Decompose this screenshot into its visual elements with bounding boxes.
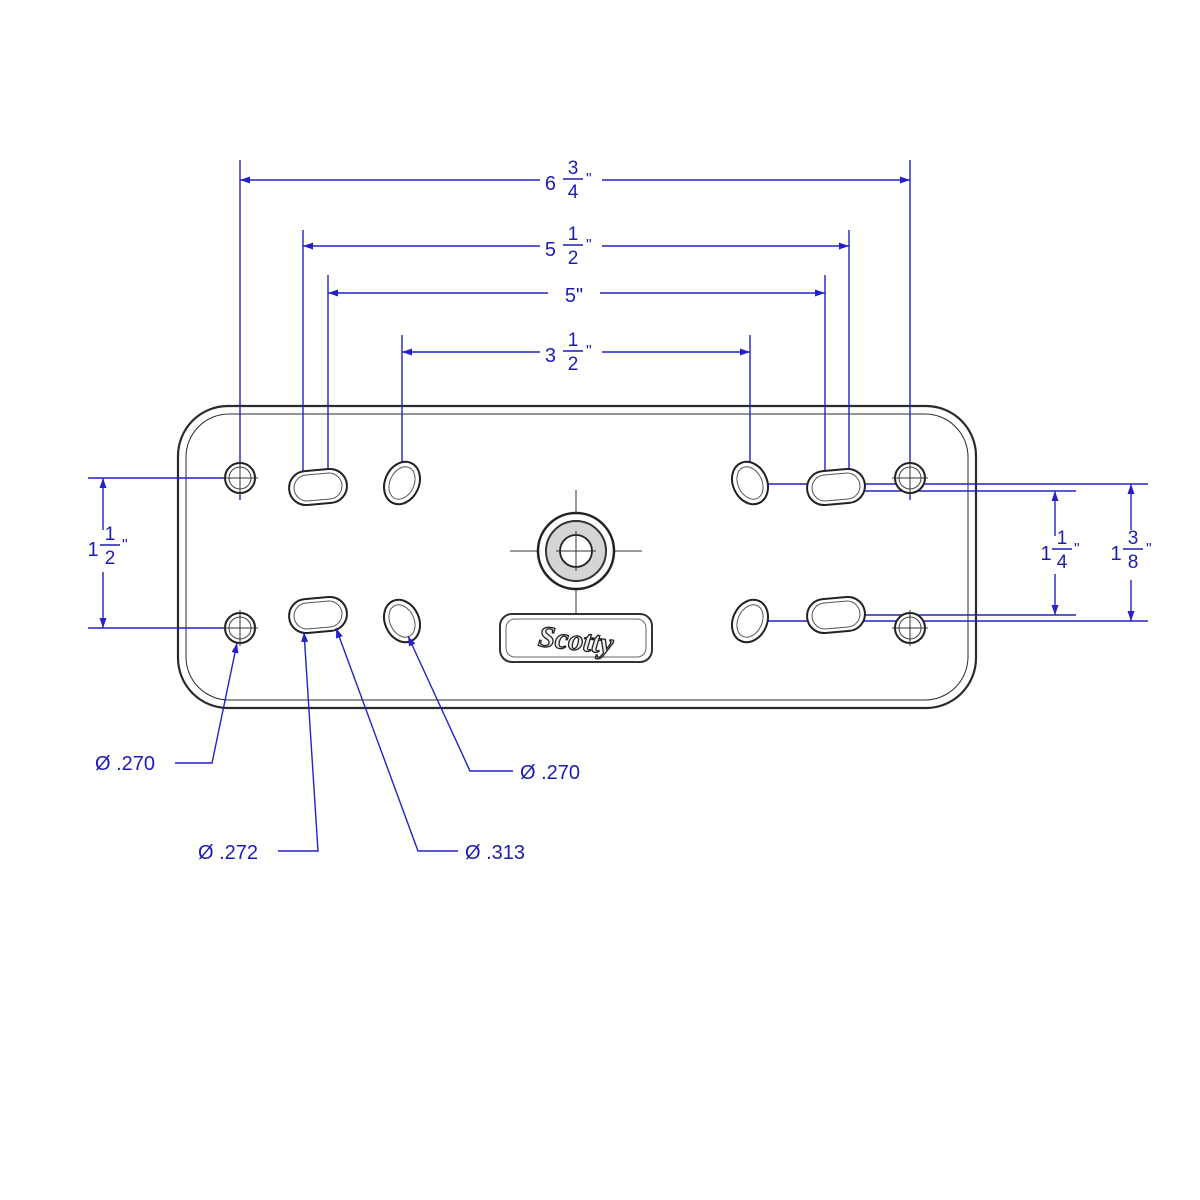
callout-dia-313: Ø .313 [335,627,525,864]
dim-1-1-4-num: 1 [1057,528,1068,549]
callout-text-270-left: Ø .270 [95,753,155,775]
round-hole-top-right [892,460,928,496]
logo-text: Scotty [537,620,616,661]
dim-3-1-2-unit: " [586,343,592,360]
dim-1-3-8-den: 8 [1128,552,1139,573]
dim-1-1-4-whole: 1 [1040,543,1051,565]
oval-hole-top-right [731,460,769,506]
round-hole-top-left [222,460,258,496]
round-hole-bottom-right [892,610,928,646]
dim-1-1-2-unit: " [122,537,128,554]
dim-5-1-2-den: 2 [568,248,579,269]
dim-5-1-2-unit: " [586,237,592,254]
extension-lines-vertical [239,160,911,500]
oval-hole-top-left [383,460,421,506]
dimension-5: 5" [328,285,825,307]
dim-1-1-2-whole: 1 [87,539,98,561]
dim-6-3-4-unit: " [586,171,592,188]
callout-dia-270-left: Ø .270 [95,642,239,775]
dimension-5-1-2: 5 1 2 " [303,224,849,269]
dim-1-3-8-unit: " [1146,541,1152,558]
right-extension-lines [752,483,1148,622]
dim-1-3-8-whole: 1 [1110,543,1121,565]
dimension-1-1-2: 1 1 2 " [87,477,236,629]
dimension-1-3-8: 1 3 8 " [1110,484,1152,621]
dim-1-1-4-den: 4 [1057,552,1068,573]
callout-text-272: Ø .272 [198,842,258,864]
slot-bottom-left [288,595,348,635]
dim-6-3-4-num: 3 [568,158,579,179]
holes [222,460,928,646]
dimension-3-1-2: 3 1 2 " [402,330,750,375]
callout-text-313: Ø .313 [465,842,525,864]
dimension-1-1-4: 1 1 4 " [1040,491,1080,615]
dim-3-1-2-whole: 3 [545,345,556,367]
round-hole-bottom-left [222,610,258,646]
scotty-logo: Scotty [499,613,653,663]
dim-6-3-4-den: 4 [568,182,579,203]
dim-5-1-2-whole: 5 [545,239,556,261]
callout-text-270-right: Ø .270 [520,762,580,784]
dim-1-3-8-num: 3 [1128,528,1139,549]
center-post [510,490,642,615]
dim-5-text: 5" [565,285,583,307]
dim-1-1-2-den: 2 [105,548,116,569]
dim-1-1-4-unit: " [1074,541,1080,558]
slot-top-left [288,467,348,507]
dimension-6-3-4: 6 3 4 " [240,158,910,203]
dim-3-1-2-den: 2 [568,354,579,375]
dim-1-1-2-num: 1 [105,524,116,545]
dim-3-1-2-num: 1 [568,330,579,351]
slot-top-right [806,467,866,507]
callout-dia-272: Ø .272 [198,631,319,864]
dim-6-3-4-whole: 6 [545,173,556,195]
slot-bottom-right [806,595,866,635]
oval-hole-bottom-left [383,598,421,644]
dim-5-1-2-num: 1 [568,224,579,245]
plate-outline [176,404,978,710]
callout-dia-270-right: Ø .270 [407,635,580,784]
oval-hole-bottom-right [731,598,769,644]
